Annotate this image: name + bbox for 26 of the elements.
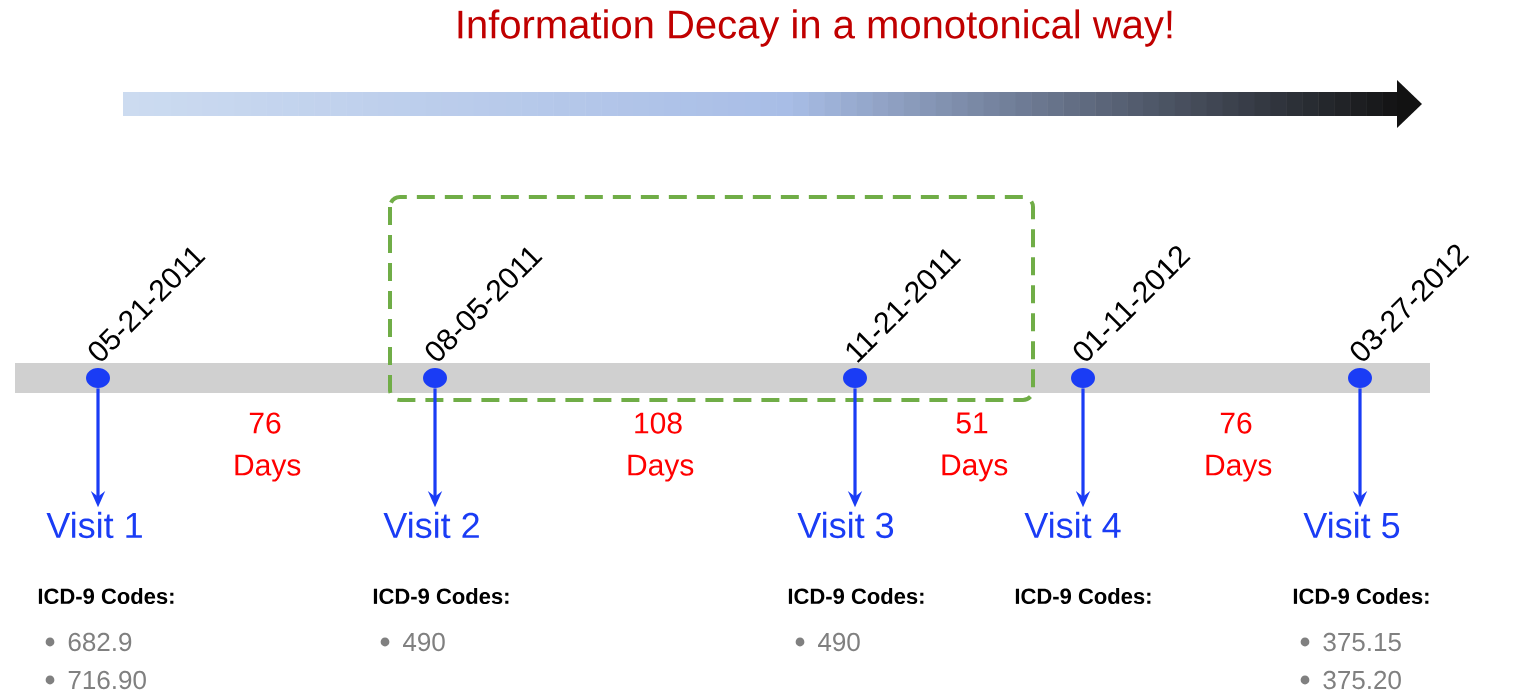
code-value: 375.15 <box>1323 632 1401 652</box>
code-value: 490 <box>818 632 860 652</box>
code-value: 682.9 <box>68 632 132 652</box>
interval-label: 108 Days <box>628 412 694 482</box>
codes-heading: ICD-9 Codes: <box>788 587 924 605</box>
visit-label: Visit 3 <box>797 511 894 539</box>
visit-label: Visit 4 <box>1024 511 1121 539</box>
visit-label: Visit 1 <box>46 511 142 539</box>
timeline-dot <box>423 368 447 388</box>
visit-label: Visit 2 <box>383 511 479 539</box>
codes-heading: ICD-9 Codes: <box>38 587 174 605</box>
codes-heading: ICD-9 Codes: <box>373 587 509 605</box>
code-value: 490 <box>403 632 445 652</box>
interval-label: 51 Days <box>942 412 1008 482</box>
timeline-dot <box>1071 368 1095 388</box>
interval-label: 76 Days <box>1206 412 1272 482</box>
title: Information Decay in a monotonical way! <box>458 9 1172 47</box>
code-value: 375.20 <box>1323 670 1401 690</box>
codes-heading: ICD-9 Codes: <box>1293 587 1429 605</box>
code-value: 716.90 <box>68 670 146 690</box>
visit-label: Visit 5 <box>1303 511 1400 539</box>
timeline-dot <box>86 368 110 388</box>
interval-label: 76 Days <box>235 412 301 482</box>
codes-heading: ICD-9 Codes: <box>1015 587 1151 605</box>
timeline-dot <box>1348 368 1372 388</box>
timeline-dot <box>843 368 867 388</box>
